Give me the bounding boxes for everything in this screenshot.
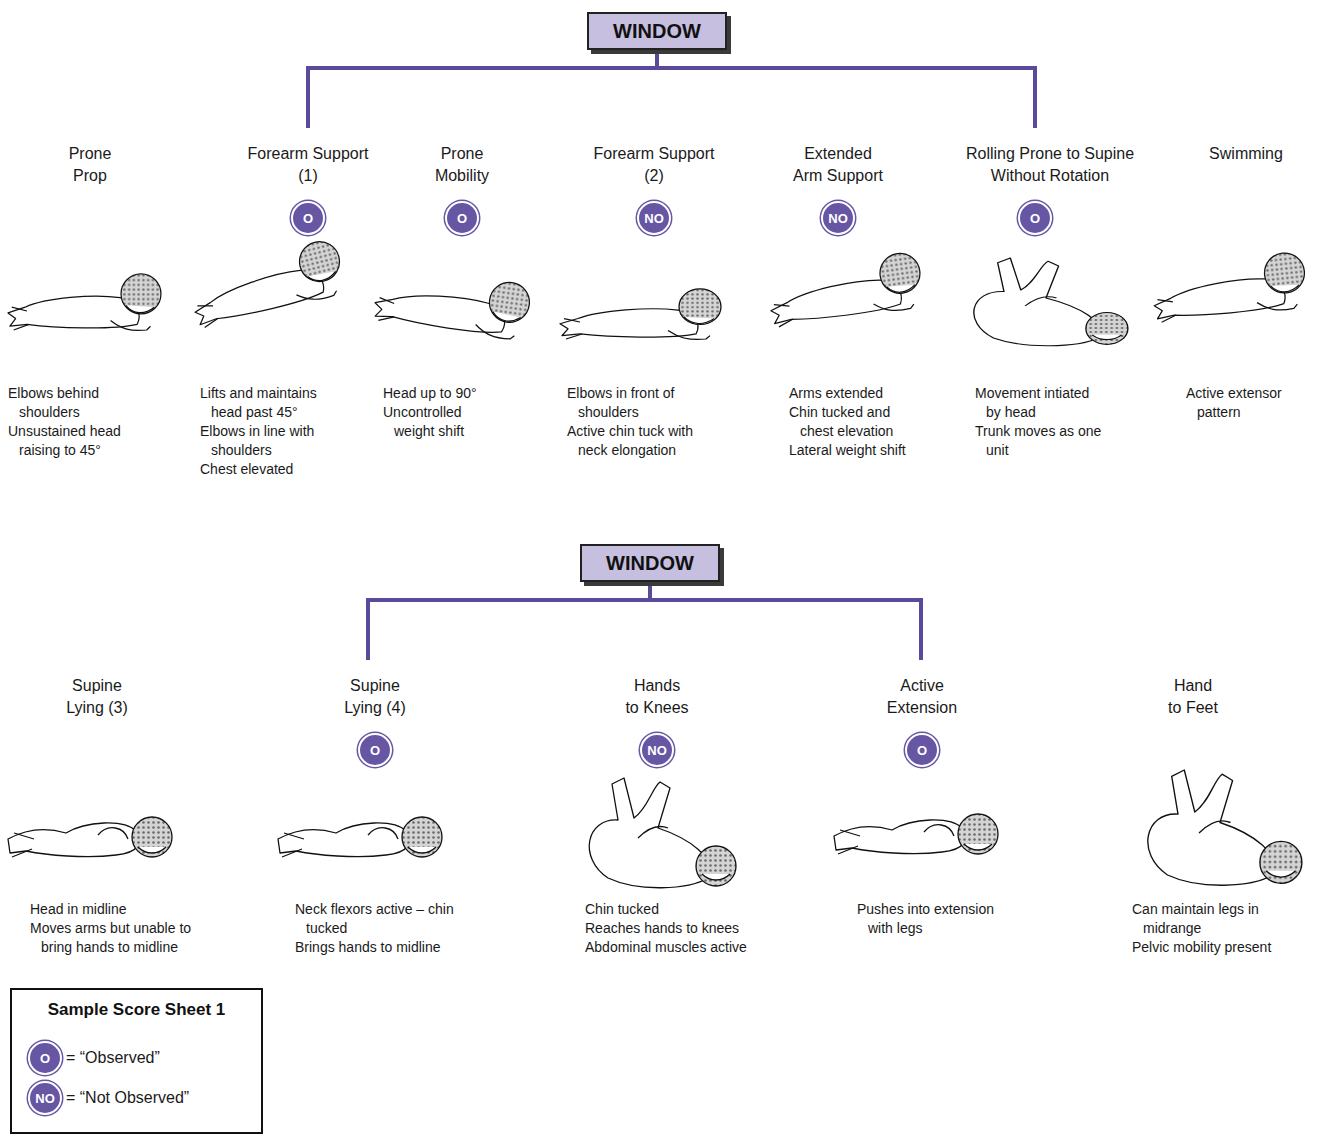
column-title: Prone Prop	[59, 143, 121, 187]
column-title: Swimming	[1196, 143, 1296, 165]
score-mark: O	[457, 211, 467, 226]
window-label: WINDOW	[606, 552, 694, 575]
criterion-text: Active chin tuck with neck elongation	[567, 422, 725, 460]
score-circle: O	[28, 1041, 62, 1075]
score-mark: O	[370, 743, 380, 758]
criterion-text: Neck flexors active – chin tucked	[295, 900, 473, 938]
window-box: WINDOW	[580, 544, 720, 582]
criterion-text: Chin tucked	[585, 900, 777, 919]
legend-title: Sample Score Sheet 1	[12, 1000, 261, 1020]
criterion-text: Lifts and maintains head past 45°	[200, 384, 342, 422]
criterion-text: Unsustained head raising to 45°	[8, 422, 150, 460]
criterion-text: Chest elevated	[200, 460, 342, 479]
criterion-text: Chin tucked and chest elevation	[789, 403, 921, 441]
score-mark: NO	[644, 211, 664, 226]
score-mark: NO	[35, 1091, 55, 1106]
criterion-text: Pelvic mobility present	[1132, 938, 1300, 957]
legend-text: = “Not Observed”	[66, 1088, 189, 1108]
column-title: Supine Lying (4)	[338, 675, 413, 719]
score-mark: O	[303, 211, 313, 226]
score-circle: O	[358, 733, 392, 767]
criterion-text: Active extensor pattern	[1186, 384, 1306, 422]
window-label: WINDOW	[613, 20, 701, 43]
score-circle: O	[1018, 201, 1052, 235]
score-circle: O	[445, 201, 479, 235]
criterion-text: Pushes into extension with legs	[857, 900, 1017, 938]
criterion-text: Head up to 90°	[383, 384, 491, 403]
column-title: Hand to Feet	[1165, 675, 1221, 719]
score-mark: O	[917, 743, 927, 758]
legend-text: = “Observed”	[66, 1048, 160, 1068]
score-mark: O	[1030, 211, 1040, 226]
score-mark: O	[40, 1051, 50, 1066]
column-title: Hands to Knees	[625, 675, 689, 719]
score-circle: NO	[640, 733, 674, 767]
column-title: Extended Arm Support	[789, 143, 887, 187]
criterion-text: Can maintain legs in midrange	[1132, 900, 1300, 938]
column-title: Forearm Support (2)	[587, 143, 722, 187]
score-circle: NO	[637, 201, 671, 235]
column-title: Forearm Support (1)	[241, 143, 376, 187]
score-circle: NO	[28, 1081, 62, 1115]
criterion-text: Lateral weight shift	[789, 441, 921, 460]
criterion-text: Moves arms but unable to bring hands to …	[30, 919, 222, 957]
score-mark: NO	[828, 211, 848, 226]
criterion-text: Head in midline	[30, 900, 222, 919]
window-box: WINDOW	[587, 12, 727, 50]
criterion-text: Elbows in line with shoulders	[200, 422, 342, 460]
criterion-text: Arms extended	[789, 384, 921, 403]
criterion-text: Elbows behind shoulders	[8, 384, 150, 422]
column-title: Supine Lying (3)	[60, 675, 135, 719]
bracket	[308, 50, 1035, 660]
criterion-text: Uncontrolled weight shift	[383, 403, 491, 441]
criterion-text: Trunk moves as one unit	[975, 422, 1105, 460]
criterion-text: Abdominal muscles active	[585, 938, 777, 957]
infant-figures	[8, 237, 1308, 887]
score-circle: O	[291, 201, 325, 235]
score-circle: O	[905, 733, 939, 767]
criterion-text: Movement intiated by head	[975, 384, 1105, 422]
score-mark: NO	[647, 743, 667, 758]
score-circle: NO	[821, 201, 855, 235]
criterion-text: Brings hands to midline	[295, 938, 473, 957]
column-title: Rolling Prone to Supine Without Rotation	[954, 143, 1146, 187]
criterion-text: Reaches hands to knees	[585, 919, 777, 938]
column-title: Prone Mobility	[426, 143, 498, 187]
criterion-text: Elbows in front of shoulders	[567, 384, 725, 422]
column-title: Active Extension	[882, 675, 962, 719]
